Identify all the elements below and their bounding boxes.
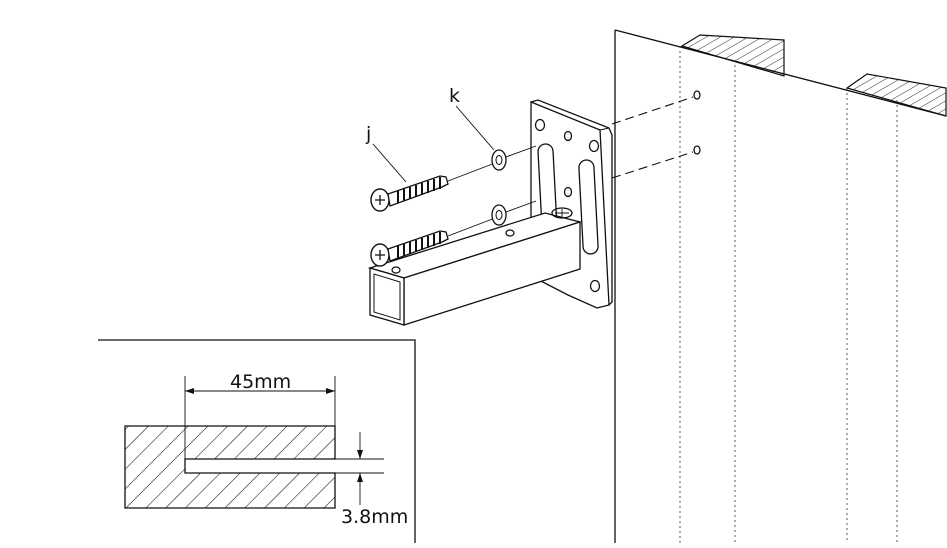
plate-slot-right: [578, 159, 599, 255]
board-section: [124, 425, 336, 509]
wall-panel: [611, 29, 947, 543]
wall-bracket: [367, 99, 613, 326]
label-j: j: [365, 123, 407, 183]
wall-hole-upper: [693, 90, 701, 100]
wall-hole-lower: [693, 145, 701, 155]
washer-upper: [491, 145, 537, 171]
label-k: k: [449, 85, 495, 151]
arm-hole: [505, 229, 515, 237]
screw-upper: [370, 162, 496, 212]
slot: [186, 460, 335, 472]
dimension-height: 3.8mm: [335, 432, 408, 528]
dimension-height-text: 3.8mm: [341, 506, 408, 528]
arm-set-screw: [551, 207, 573, 219]
detail-inset: 45mm 3.8mm: [98, 339, 416, 543]
timber-batten-left: [680, 34, 785, 77]
plate-hole: [588, 139, 600, 153]
bracket-arm: [367, 207, 583, 326]
timber-batten-right: [845, 73, 947, 117]
dimension-depth-text: 45mm: [230, 371, 291, 393]
plate-hole: [534, 118, 546, 132]
screw-lower: [370, 217, 496, 267]
dimension-depth: 45mm: [184, 371, 336, 459]
label-k-text: k: [449, 85, 460, 107]
washer-lower: [491, 200, 537, 226]
arm-hole: [391, 266, 401, 274]
plate-hole: [589, 279, 601, 293]
label-j-text: j: [365, 123, 371, 145]
